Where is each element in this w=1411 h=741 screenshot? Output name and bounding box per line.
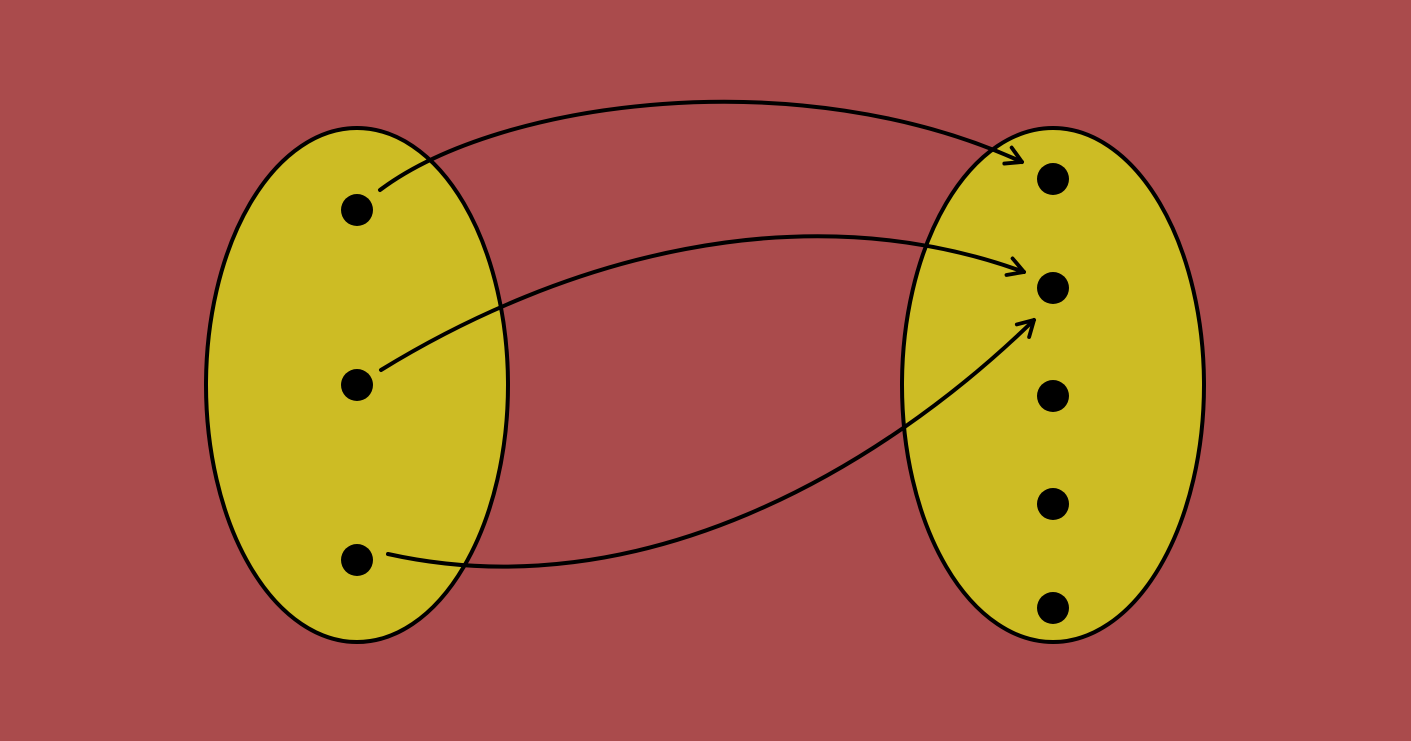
mapping-arrow-3-to-2 <box>386 318 1036 569</box>
domain-point-1 <box>341 194 373 226</box>
mapping-arrow-2-to-2 <box>379 234 1026 372</box>
domain-point-3 <box>341 544 373 576</box>
codomain-point-1 <box>1037 163 1069 195</box>
mapping-arrow-1-to-1 <box>378 99 1024 192</box>
domain-point-2 <box>341 369 373 401</box>
mapping-arrows <box>378 99 1036 569</box>
codomain-point-3 <box>1037 380 1069 412</box>
codomain-point-5 <box>1037 592 1069 624</box>
set-points <box>341 163 1069 624</box>
codomain-point-4 <box>1037 488 1069 520</box>
codomain-point-2 <box>1037 272 1069 304</box>
